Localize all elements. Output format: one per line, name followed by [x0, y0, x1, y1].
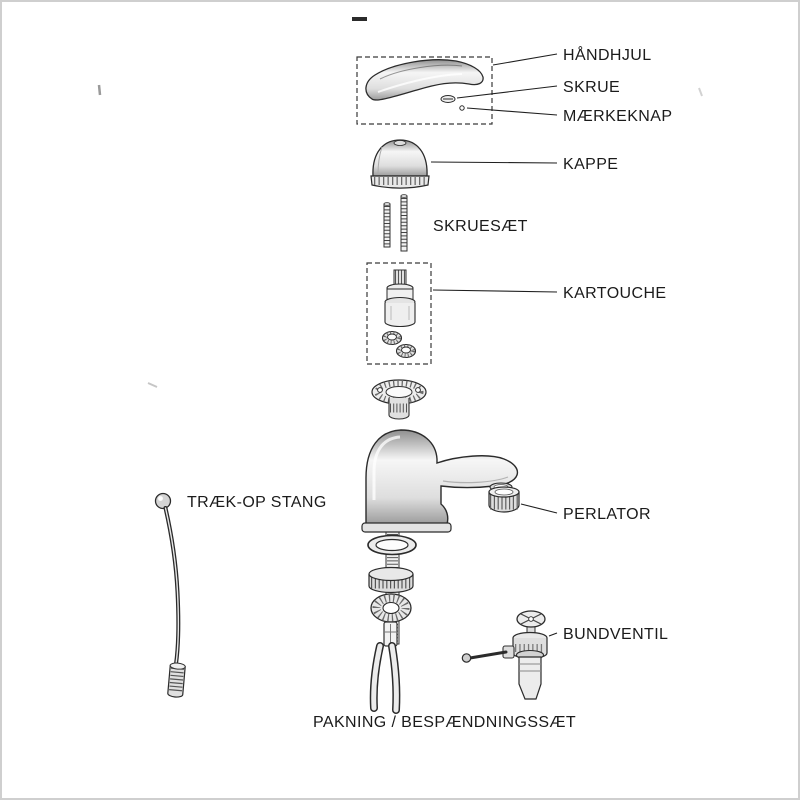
cartridge-dashed-box	[366, 262, 432, 365]
label-cap: KAPPE	[563, 156, 618, 173]
faucet-body-part	[361, 429, 519, 533]
handle-part	[356, 56, 493, 125]
label-handle: HÅNDHJUL	[563, 45, 652, 64]
label-gasket-set: PAKNING / BESPÆNDNINGSSÆT	[313, 714, 576, 731]
leader-aerator	[520, 503, 558, 514]
leader-cartridge	[432, 289, 558, 293]
leader-drain-valve	[548, 632, 558, 637]
cap-part	[370, 139, 430, 189]
label-mark-button: MÆRKEKNAP	[563, 108, 672, 125]
screw-set-part	[383, 194, 408, 252]
faucet-base	[361, 522, 452, 533]
leader-handle	[492, 53, 558, 66]
aerator-part	[488, 486, 520, 513]
handle-mark-button	[459, 105, 465, 111]
drain-valve-part	[461, 610, 548, 700]
cartridge-part	[366, 262, 432, 365]
scan-artifacts	[97, 17, 703, 388]
label-pull-rod: TRÆK-OP STANG	[187, 494, 327, 511]
label-screw: SKRUE	[563, 79, 620, 96]
leader-lines	[430, 53, 558, 637]
label-drain-valve: BUNDVENTIL	[563, 626, 668, 643]
label-cartridge: KARTOUCHE	[563, 285, 666, 302]
label-aerator: PERLATOR	[563, 506, 651, 523]
leader-mark-button	[466, 107, 558, 116]
mount-flange-part	[371, 379, 427, 420]
gasket-stack-part	[367, 534, 417, 714]
handle-dashed-box	[356, 56, 493, 125]
pull-rod-part	[154, 492, 186, 698]
leader-cap	[430, 161, 558, 164]
leader-screw	[456, 85, 558, 99]
label-screw-set: SKRUESÆT	[433, 218, 528, 235]
